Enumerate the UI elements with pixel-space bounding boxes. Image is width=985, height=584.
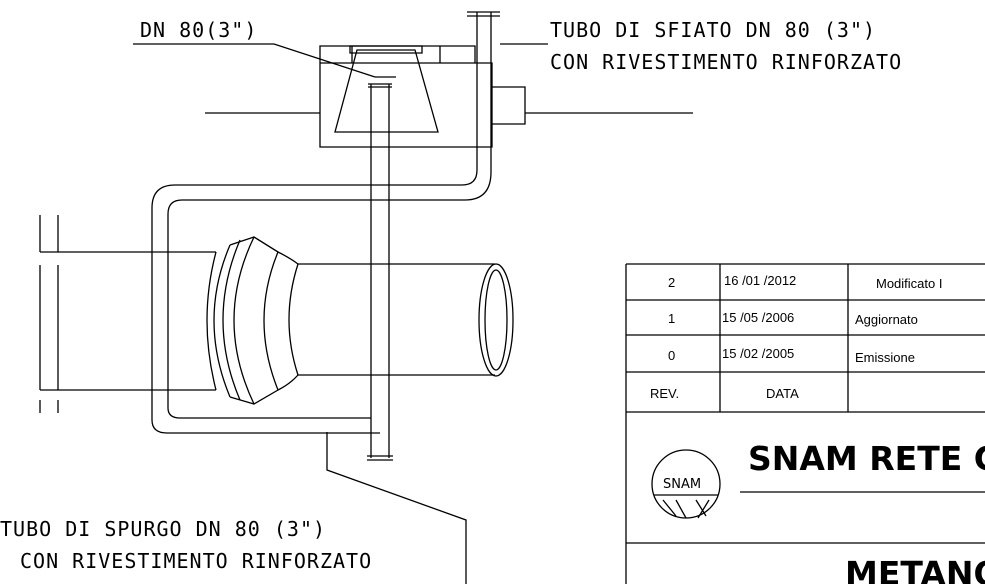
- rev-header: REV.: [650, 386, 679, 401]
- vent-box-top-lines: [351, 46, 441, 63]
- tall-vent-pipe-cap: [467, 11, 500, 17]
- date-cell: 15 /05 /2006: [722, 310, 794, 325]
- break-lines: [39, 215, 59, 413]
- label-purge-line1: TUBO DI SPURGO DN 80 (3"): [0, 517, 326, 541]
- main-pipe-left: [40, 251, 216, 391]
- leader-purge: [326, 432, 467, 584]
- main-pipe-reducer: [277, 251, 299, 391]
- main-pipe-end: [478, 263, 514, 377]
- rev-cell: 0: [668, 348, 675, 363]
- company-name: SNAM RETE G: [748, 439, 985, 478]
- label-purge-line2: CON RIVESTIMENTO RINFORZATO: [20, 549, 372, 573]
- desc-cell: Emissione: [855, 350, 915, 365]
- main-pipe-sleeve: [206, 236, 279, 405]
- label-vent-line2: CON RIVESTIMENTO RINFORZATO: [550, 50, 902, 74]
- rev-cell: 1: [668, 311, 675, 326]
- main-pipe-right: [288, 263, 495, 376]
- tall-vent-pipe-inner: [167, 12, 492, 419]
- vent-box-right-flange: [492, 86, 526, 125]
- leader-dn: [133, 43, 376, 78]
- date-cell: 16 /01 /2012: [724, 273, 796, 288]
- title-block-rows: [626, 299, 985, 413]
- label-dn-top: DN 80(3"): [140, 18, 257, 42]
- date-cell: 15 /02 /2005: [722, 346, 794, 361]
- label-vent-line1: TUBO DI SFIATO DN 80 (3"): [550, 18, 876, 42]
- title-block-cols: [719, 264, 849, 412]
- rev-cell: 2: [668, 275, 675, 290]
- desc-cell: Modificato I: [876, 276, 942, 291]
- main-pipe-collar: [229, 236, 279, 405]
- snam-logo-text: SNAM: [663, 477, 701, 492]
- cone-top-cap: [349, 45, 423, 54]
- vent-pipe-top: [368, 83, 392, 88]
- desc-cell: Aggiornato: [855, 312, 918, 327]
- snam-logo-lines: [654, 494, 718, 519]
- vent-pipe-bottom-cap: [367, 455, 393, 461]
- main-pipe-end-inner: [484, 269, 508, 371]
- tall-vent-pipe: [151, 12, 478, 434]
- date-header: DATA: [766, 386, 799, 401]
- title-block-border: [625, 263, 985, 584]
- vent-pipe: [370, 84, 390, 458]
- bottom-cut-text: METANOD: [845, 554, 985, 584]
- cone: [334, 49, 439, 133]
- vent-box-outline: [319, 45, 493, 148]
